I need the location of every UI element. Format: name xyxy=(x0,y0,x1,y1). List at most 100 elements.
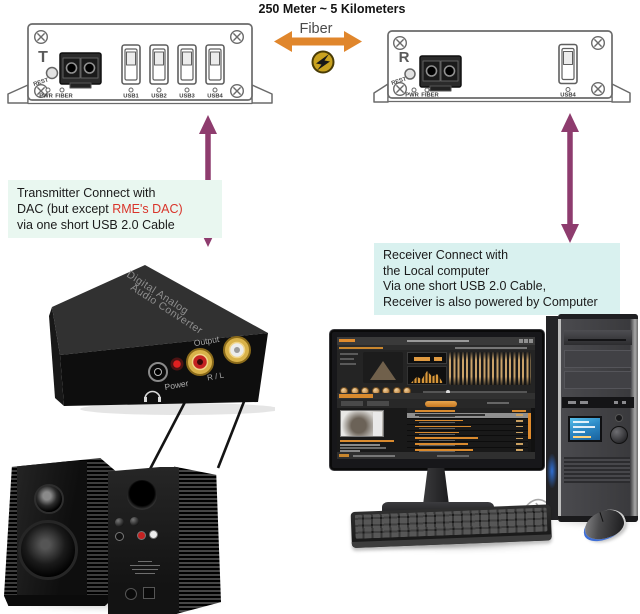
player-title-text xyxy=(407,340,469,342)
receiver-link-arrow xyxy=(561,113,579,243)
player-tab[interactable] xyxy=(367,401,389,406)
note-line: the Local computer xyxy=(383,263,490,278)
transmitter-lc-fiber-port xyxy=(59,52,102,89)
player-toolbar xyxy=(337,393,535,399)
reset-button[interactable] xyxy=(615,414,623,422)
note-line: Receiver Connect with xyxy=(383,248,509,262)
player-titlebar xyxy=(337,337,535,345)
keyboard[interactable] xyxy=(350,504,552,548)
transmitter-badge: T xyxy=(38,49,48,66)
player-tab[interactable] xyxy=(341,401,363,406)
player-tab-row xyxy=(337,399,535,408)
playlist-row-selected[interactable] xyxy=(407,413,528,419)
bass-port xyxy=(127,480,157,510)
receiver-device: R REST PWR FIBER USB4 xyxy=(373,30,631,103)
spectrum-analyzer xyxy=(407,366,447,385)
transmitter-reset-label: REST xyxy=(33,77,50,88)
maximize-button[interactable] xyxy=(524,339,528,343)
speaker-base xyxy=(4,595,116,606)
receiver-right-ear xyxy=(611,83,631,103)
distance-label: 250 Meter ~ 5 Kilometers xyxy=(259,2,406,16)
equalizer-sliders[interactable] xyxy=(449,352,531,385)
speaker-front xyxy=(4,458,116,606)
receiver-pwr-label: PWR xyxy=(405,93,419,99)
speaker-cable-left xyxy=(146,401,187,474)
monitor-stand-neck xyxy=(423,468,449,505)
receiver-lc-fiber-port xyxy=(419,55,462,92)
transmitter-usb2-port xyxy=(149,44,169,85)
now-playing-panel xyxy=(337,408,407,452)
playlist-row[interactable] xyxy=(407,424,528,431)
receiver-pwr-led xyxy=(411,87,417,93)
io-strip xyxy=(562,397,634,408)
playlist-row[interactable] xyxy=(407,436,528,443)
receiver-fiber-led xyxy=(424,87,430,93)
transmitter-left-ear xyxy=(7,84,29,104)
headphone-icon xyxy=(144,390,161,402)
rca-jack-red xyxy=(186,348,214,376)
receiver-badge: R xyxy=(399,49,410,66)
transmitter-usb4-port xyxy=(205,44,225,85)
minimize-button[interactable] xyxy=(519,339,523,343)
optical-drive[interactable] xyxy=(564,330,632,345)
woofer xyxy=(18,520,78,580)
close-button[interactable] xyxy=(529,339,533,343)
playlist-row[interactable] xyxy=(407,430,528,437)
tone-knob xyxy=(130,517,139,526)
rca-jack-white xyxy=(223,336,251,364)
tweeter xyxy=(34,484,64,514)
note-line: Via one short USB 2.0 Cable, xyxy=(383,279,547,293)
keyboard-keys[interactable] xyxy=(354,507,548,539)
visualizer xyxy=(363,352,403,383)
note-line: Transmitter Connect with xyxy=(17,186,156,200)
player-statusbar xyxy=(337,452,535,459)
dac-converter: Digital Analog Audio Converter Power Out… xyxy=(49,265,275,415)
rca-input-white xyxy=(149,530,158,539)
receiver-usb4-port xyxy=(558,43,578,85)
tower-led-glow xyxy=(547,454,557,488)
computer-tower xyxy=(546,314,638,522)
dac-output-label: Output xyxy=(193,334,220,348)
dac-rl-label: R / L xyxy=(206,371,225,383)
mouse[interactable] xyxy=(580,505,630,544)
input-jack xyxy=(115,532,124,541)
speaker-back xyxy=(103,466,221,614)
player-content xyxy=(337,408,535,459)
drive-bay xyxy=(564,371,632,389)
note-line: DAC (but except RME's DAC) xyxy=(17,202,183,216)
receiver-left-ear xyxy=(373,83,389,103)
transmitter-usb4-label: USB4 xyxy=(207,94,223,100)
transmitter-usb1-label: USB1 xyxy=(123,94,139,100)
rme-warning-text: RME's DAC) xyxy=(112,202,183,216)
speaker-fins xyxy=(173,466,221,614)
tower-lcd-display xyxy=(568,416,602,442)
player-top-section xyxy=(337,350,535,395)
time-readout xyxy=(407,352,447,364)
mouse-body[interactable] xyxy=(580,505,630,544)
spec-label-text xyxy=(127,558,163,577)
power-inlet xyxy=(125,588,137,600)
power-button[interactable] xyxy=(610,426,628,444)
playlist-row[interactable] xyxy=(407,418,528,425)
transmitter-usb3-label: USB3 xyxy=(179,94,195,100)
transmitter-note: Transmitter Connect with DAC (but except… xyxy=(8,180,222,238)
rca-input-red xyxy=(137,531,146,540)
transmitter-usb2-label: USB2 xyxy=(151,94,166,100)
drive-bay xyxy=(564,350,632,368)
speaker-cable-right xyxy=(216,398,247,469)
playlist-header xyxy=(407,408,531,413)
playlist-row[interactable] xyxy=(407,442,528,449)
volume-knob xyxy=(115,518,124,527)
receiver-reset-label: REST xyxy=(391,76,408,87)
speaker-terminal xyxy=(143,587,155,599)
playlist[interactable] xyxy=(407,408,531,459)
transmitter-fiber-label: FIBER xyxy=(55,94,73,100)
tower-side-panel xyxy=(546,316,558,520)
receiver-note: Receiver Connect with the Local computer… xyxy=(374,243,620,315)
playlist-scrollbar[interactable] xyxy=(528,413,531,439)
fiber-lightning-icon xyxy=(311,50,335,74)
highlighted-button[interactable] xyxy=(425,400,457,407)
seek-slider[interactable] xyxy=(423,390,527,394)
